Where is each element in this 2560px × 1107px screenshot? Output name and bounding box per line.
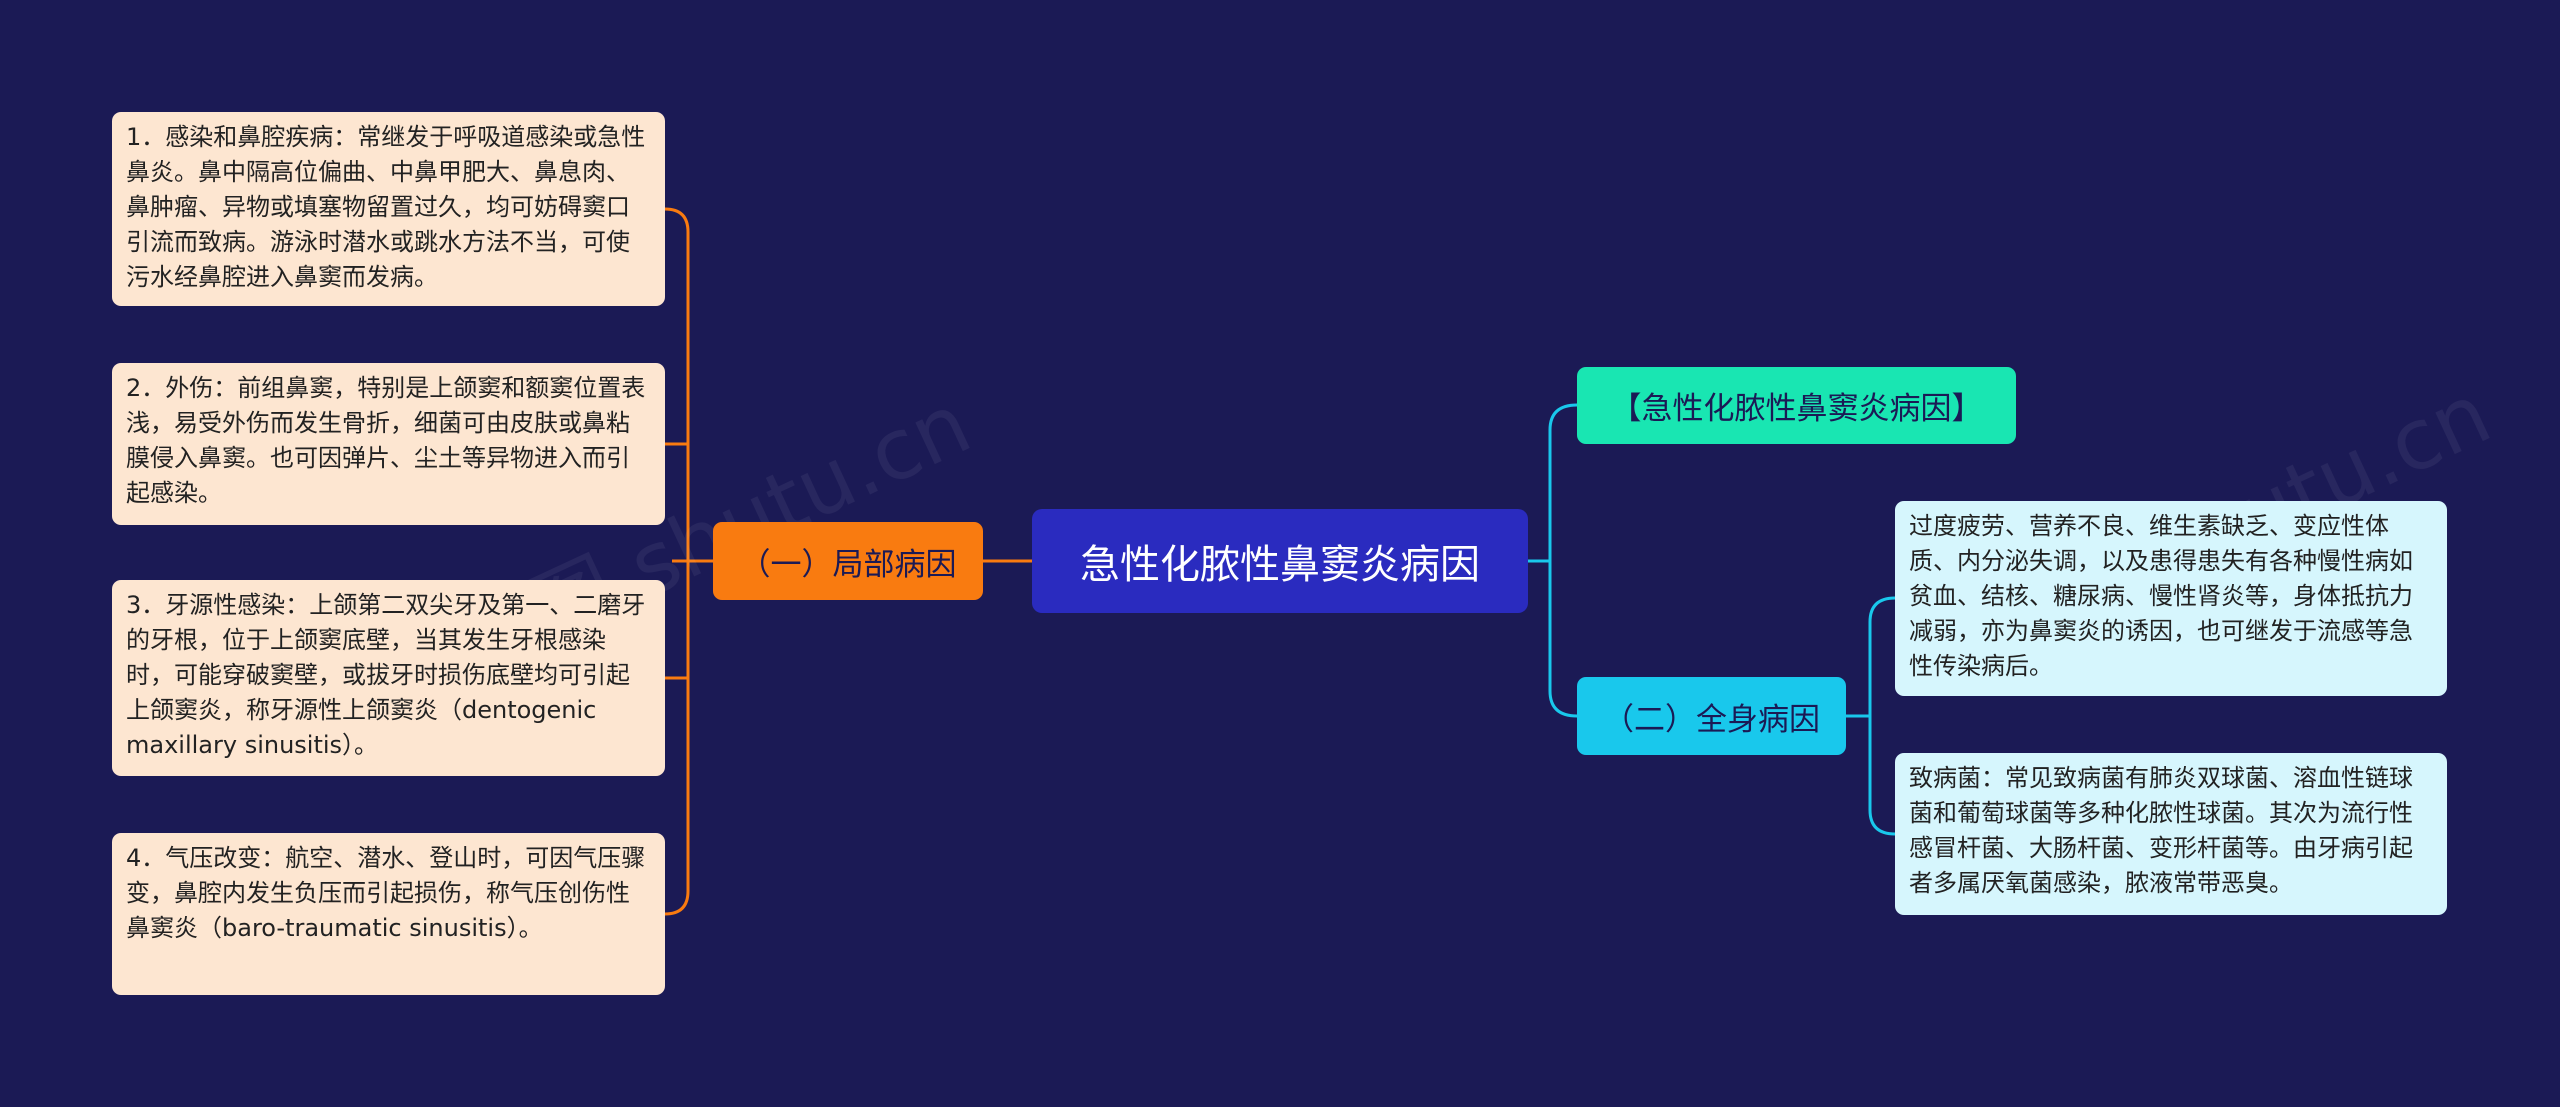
leaf-pressure-change[interactable]: 4．气压改变：航空、潜水、登山时，可因气压骤变，鼻腔内发生负压而引起损伤，称气压… — [112, 833, 665, 995]
leaf-trauma[interactable]: 2．外伤：前组鼻窦，特别是上颌窦和额窦位置表浅，易受外伤而发生骨折，细菌可由皮肤… — [112, 363, 665, 525]
branch-label: （一）局部病因 — [739, 546, 957, 583]
leaf-pathogens[interactable]: 致病菌：常见致病菌有肺炎双球菌、溶血性链球菌和葡萄球菌等多种化脓性球菌。其次为流… — [1895, 753, 2447, 915]
leaf-dental-infection[interactable]: 3．牙源性感染：上颌第二双尖牙及第一、二磨牙的牙根，位于上颌窦底壁，当其发生牙根… — [112, 580, 665, 776]
branch-systemic-causes[interactable]: （二）全身病因 — [1577, 677, 1846, 755]
title-label: 【急性化脓性鼻窦炎病因】 — [1610, 391, 1983, 427]
root-node[interactable]: 急性化脓性鼻窦炎病因 — [1032, 509, 1528, 613]
branch-title[interactable]: 【急性化脓性鼻窦炎病因】 — [1577, 367, 2016, 444]
branch-label: （二）全身病因 — [1603, 701, 1820, 738]
leaf-systemic-factors[interactable]: 过度疲劳、营养不良、维生素缺乏、变应性体质、内分泌失调，以及患得患失有各种慢性病… — [1895, 501, 2447, 696]
branch-local-causes[interactable]: （一）局部病因 — [713, 522, 983, 600]
leaf-infection[interactable]: 1．感染和鼻腔疾病：常继发于呼吸道感染或急性鼻炎。鼻中隔高位偏曲、中鼻甲肥大、鼻… — [112, 112, 665, 306]
root-label: 急性化脓性鼻窦炎病因 — [1080, 542, 1480, 588]
